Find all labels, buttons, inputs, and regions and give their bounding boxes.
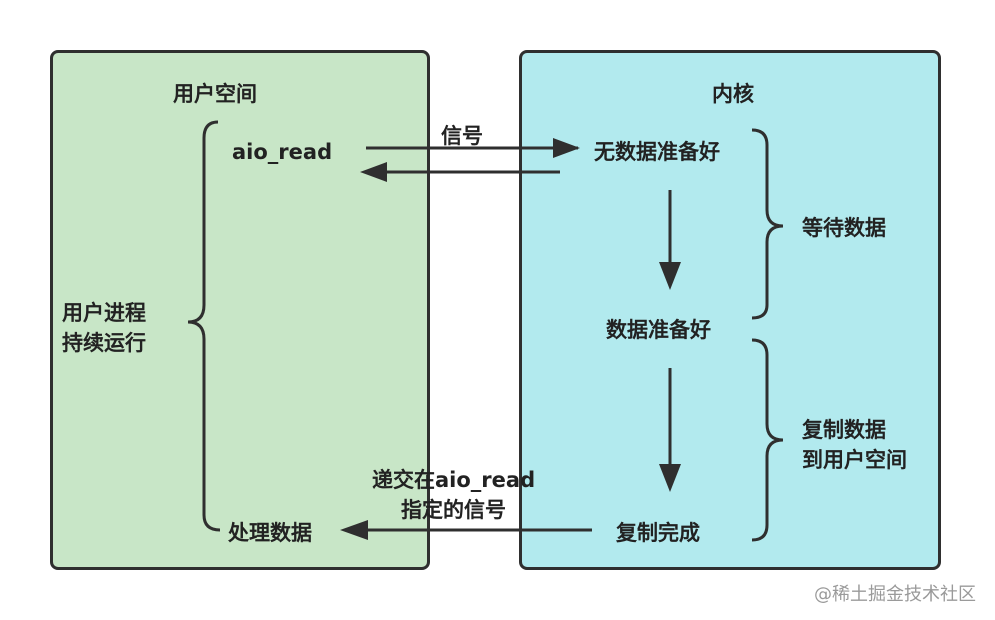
user-space-panel xyxy=(50,50,430,570)
return-arrow-head xyxy=(360,162,387,182)
deliver-signal-arrow-head xyxy=(340,520,368,540)
kernel-panel xyxy=(519,50,941,570)
aio-read-label: aio_read xyxy=(232,140,333,164)
wait-data-label: 等待数据 xyxy=(802,216,886,240)
copy-to-user-label: 复制数据 到用户空间 xyxy=(802,418,907,472)
signal-label: 信号 xyxy=(441,124,483,148)
handle-data-label: 处理数据 xyxy=(228,521,312,545)
user-process-brace xyxy=(187,120,221,532)
no-data-ready-label: 无数据准备好 xyxy=(594,140,720,164)
wait-down-arrow-head xyxy=(659,262,681,290)
signal-arrow-head xyxy=(553,138,580,158)
copy-down-arrow-head xyxy=(659,464,681,492)
deliver-signal-label: 递交在aio_read 指定的信号 xyxy=(372,468,536,522)
data-ready-label: 数据准备好 xyxy=(606,318,711,342)
watermark: @稀土掘金技术社区 xyxy=(814,584,976,605)
copy-data-brace xyxy=(751,338,784,542)
copy-done-label: 复制完成 xyxy=(616,521,700,545)
user-process-note: 用户进程 持续运行 xyxy=(62,301,146,355)
user-space-title: 用户空间 xyxy=(173,82,257,106)
kernel-title: 内核 xyxy=(712,82,754,106)
wait-data-brace xyxy=(751,128,784,320)
